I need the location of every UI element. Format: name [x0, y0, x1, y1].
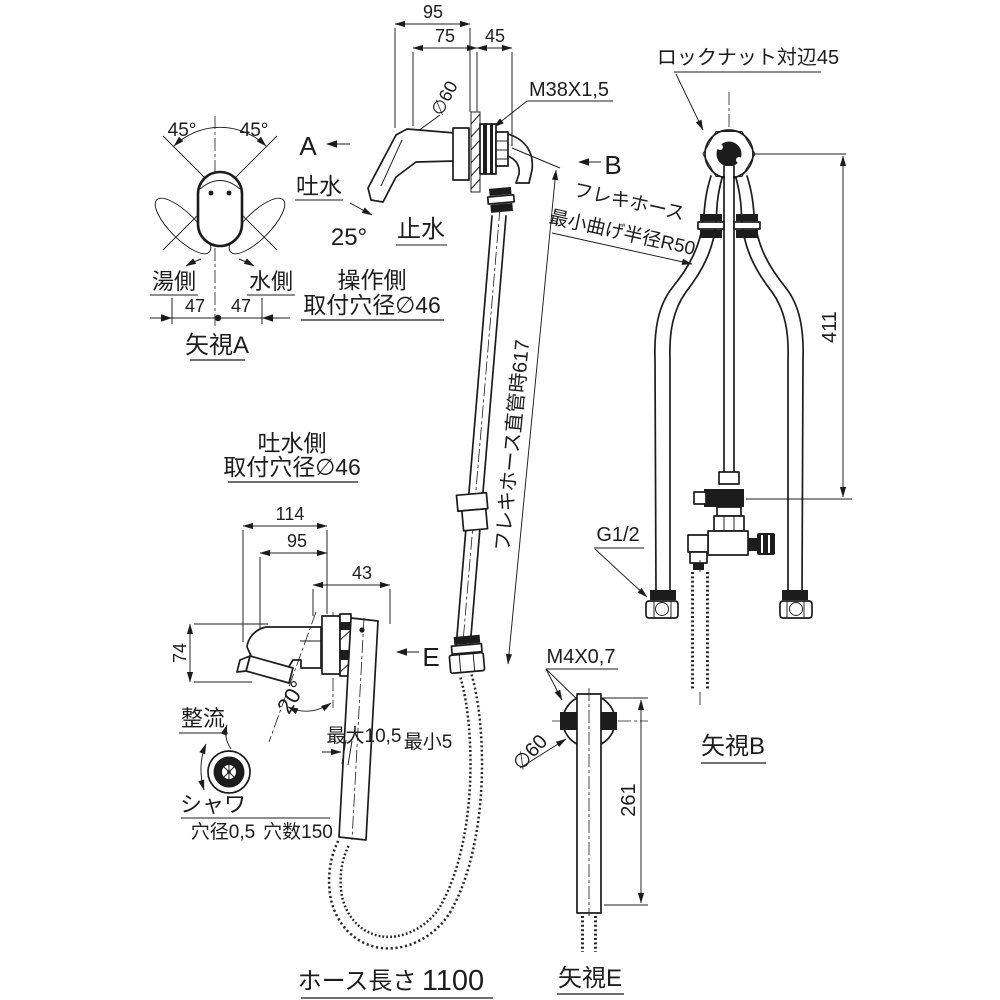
min-label: 最小5 [404, 731, 453, 753]
angle-right-label: 45° [240, 120, 269, 141]
view-a-handle-top: 45° 45° 湯側 水側 47 47 矢視A [150, 116, 295, 361]
view-e: M4X0,7 ∅60 261 矢視E [509, 646, 648, 995]
lever-handle [367, 128, 456, 203]
hole-count-label: 穴数150 [263, 821, 333, 843]
hose-mid-fitting [455, 491, 489, 532]
right-flex-hose [733, 175, 813, 619]
cold-side-label: 水側 [249, 269, 293, 294]
dim-95-spout: 95 [287, 531, 307, 551]
dim-114: 114 [276, 504, 305, 524]
marker-a: A [299, 131, 317, 161]
thread-m38-label: M38X1,5 [529, 79, 609, 101]
cartridge-body [452, 127, 470, 181]
hose-bottom-fitting [448, 634, 486, 675]
locknut-label: ロックナット対辺45 [657, 46, 839, 69]
dim-43: 43 [352, 563, 372, 583]
main-flex-hose: フレキホース直管時617 E [396, 169, 559, 675]
dim-75: 75 [435, 26, 455, 46]
lock-ring [479, 123, 497, 175]
thread-m4-label: M4X0,7 [547, 646, 616, 668]
dim-47-right: 47 [231, 296, 251, 316]
discharge-label: 吐水 [296, 173, 342, 199]
spout-mount-line2: 取付穴径∅46 [223, 454, 361, 480]
spout-mount-line1: 吐水側 [258, 430, 327, 456]
shower-face [207, 750, 251, 794]
spout-side-view: 114 95 43 74 20° 整流 [170, 504, 452, 843]
flex-straight-note: フレキホース直管時617 [491, 339, 534, 553]
stop-valve-assembly [687, 471, 775, 570]
spout-shank-plate [338, 617, 379, 841]
hose-length-value: 1100 [422, 965, 484, 997]
thread-g12-label: G1/2 [596, 524, 639, 546]
shower-label: シャワ [180, 792, 246, 817]
hose-length-label: ホース長さ [298, 968, 417, 995]
dia-60-label: ∅60 [427, 78, 461, 119]
stop-label: 止水 [397, 216, 445, 243]
lever-top-view [196, 170, 244, 248]
operation-mount-line2: 取付穴径∅46 [303, 292, 441, 318]
hose-top-fitting [486, 186, 516, 213]
view-b-title: 矢視B [701, 733, 765, 760]
counter-hatch [470, 113, 481, 190]
rectify-label: 整流 [181, 706, 225, 731]
shower-hose: ホース長さ 1100 [298, 674, 493, 999]
spout-body [246, 626, 322, 669]
marker-b: B [604, 150, 621, 180]
dim-411: 411 [819, 311, 841, 343]
view-e-title: 矢視E [558, 965, 622, 992]
hole-dia-label: 穴径0,5 [191, 821, 255, 843]
operation-side-view: 95 75 45 ∅60 M38X1,5 [295, 2, 622, 321]
dim-47-left: 47 [185, 296, 205, 316]
dim-74: 74 [170, 643, 190, 663]
spout-mount-label: 吐水側 取付穴径∅46 [223, 430, 361, 483]
dim-45: 45 [485, 26, 505, 46]
angle-left-label: 45° [168, 120, 197, 141]
view-a-title: 矢視A [185, 332, 249, 359]
hot-side-label: 湯側 [152, 269, 196, 294]
operation-mount-line1: 操作側 [338, 267, 407, 293]
angle-25-label: 25° [331, 224, 367, 251]
dia-60-view-e: ∅60 [509, 731, 552, 775]
max-label: 最大10,5 [327, 725, 402, 747]
marker-e: E [422, 642, 439, 672]
dim-261: 261 [618, 783, 640, 816]
dim-95-total: 95 [423, 2, 443, 22]
